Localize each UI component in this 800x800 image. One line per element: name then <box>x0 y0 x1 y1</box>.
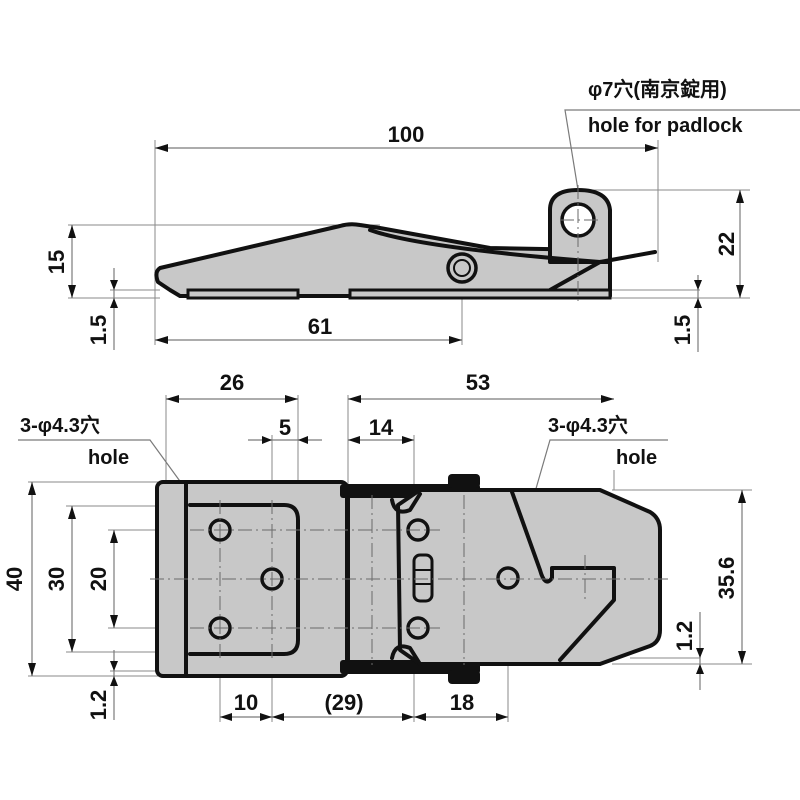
dim-bottom-29: (29) <box>324 690 363 715</box>
dim-right-span: 53 <box>466 370 490 395</box>
side-view: 100 61 15 1.5 22 1.5 φ7穴(南京錠用) hole for … <box>44 77 800 352</box>
dim-base-thickness-right: 1.5 <box>670 315 695 346</box>
dim-hole-pitch-30: 30 <box>44 567 69 591</box>
padlock-hole-note-jp: φ7穴(南京錠用) <box>588 77 727 101</box>
dim-hole-pitch-20: 20 <box>86 567 111 591</box>
dim-base-thickness-left: 1.5 <box>86 315 111 346</box>
dim-hole-offset-14: 14 <box>369 415 394 440</box>
latch-lever <box>396 488 662 666</box>
padlock-hole-note-en: hole for padlock <box>588 115 743 137</box>
dim-edge-right: 1.2 <box>672 621 697 652</box>
dim-edge-left: 1.2 <box>86 690 111 721</box>
pivot-pin <box>446 252 478 284</box>
mount-hole <box>496 566 520 590</box>
dim-left-plate-length: 26 <box>220 370 244 395</box>
dim-body-height: 15 <box>44 250 69 274</box>
hole-note-left-jp: 3-φ4.3穴 <box>20 413 100 437</box>
dim-overall-length: 100 <box>388 122 425 147</box>
hole-note-left-en: hole <box>88 447 129 469</box>
hole-note-right-en: hole <box>616 447 657 469</box>
dim-hole-offset-5: 5 <box>279 415 291 440</box>
dim-right-width: 35.6 <box>714 557 739 600</box>
hole-note-right-jp: 3-φ4.3穴 <box>548 413 628 437</box>
dim-pivot-offset: 61 <box>308 314 332 339</box>
dim-total-height: 22 <box>714 232 739 256</box>
dim-bottom-18: 18 <box>450 690 474 715</box>
top-view: 26 5 14 53 3-φ4.3穴 hole 3-φ4.3穴 hole <box>2 370 752 722</box>
dim-overall-width: 40 <box>2 567 27 591</box>
dim-bottom-10: 10 <box>234 690 258 715</box>
